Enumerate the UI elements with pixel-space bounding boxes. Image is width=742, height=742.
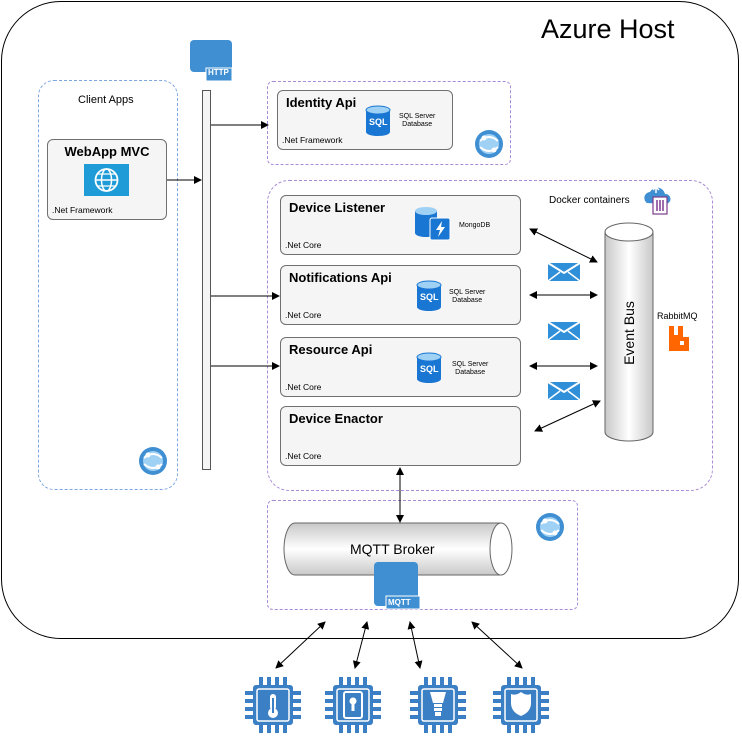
mqtt-broker-cylinder bbox=[283, 522, 513, 576]
enactor-event-bus-arrow bbox=[534, 400, 601, 432]
notifications-api-box[interactable]: Notifications Api .Net Core bbox=[280, 265, 521, 325]
identity-sql-database-icon bbox=[365, 105, 391, 136]
notifications-api-title: Notifications Api bbox=[289, 270, 392, 285]
resource-db-label: SQL Server Database bbox=[452, 361, 489, 376]
resource-api-title: Resource Api bbox=[289, 342, 373, 357]
rabbitmq-icon bbox=[669, 326, 689, 351]
device-3-mqtt-arrow bbox=[407, 621, 423, 669]
azure-host-title: Azure Host bbox=[541, 14, 675, 44]
device-2-mqtt-arrow bbox=[352, 621, 370, 669]
shield-chip-icon[interactable] bbox=[493, 677, 549, 733]
identity-azure-icon bbox=[475, 130, 503, 158]
notifications-api-framework-label: .Net Core bbox=[285, 310, 322, 320]
identity-api-title: Identity Api bbox=[286, 95, 357, 110]
http-gateway-icon bbox=[190, 40, 233, 82]
device-listener-title: Device Listener bbox=[289, 200, 386, 215]
http-gateway-label: HTTP bbox=[208, 68, 229, 77]
light-bulb-chip-icon[interactable] bbox=[410, 677, 466, 733]
device-1-mqtt-arrow bbox=[275, 621, 326, 669]
notifications-db-label: SQL Server Database bbox=[449, 289, 486, 304]
mqtt-broker-title: MQTT Broker bbox=[350, 541, 435, 557]
resource-sql-icon-label: SQL bbox=[420, 364, 439, 374]
identity-sql-icon-label: SQL bbox=[369, 117, 388, 127]
webapp-framework-label: .Net Framework bbox=[52, 205, 113, 215]
listener-event-bus-arrow bbox=[529, 228, 598, 263]
webapp-mvc-title: WebApp MVC bbox=[64, 144, 150, 159]
mqtt-group bbox=[267, 500, 578, 610]
http-gateway-bar bbox=[202, 90, 211, 470]
identity-api-box[interactable]: Identity Api .Net Framework bbox=[277, 90, 453, 150]
mqtt-gateway-label: MQTT bbox=[388, 598, 411, 607]
device-enactor-title: Device Enactor bbox=[289, 411, 383, 426]
identity-framework-label: .Net Framework bbox=[282, 135, 343, 145]
rabbitmq-label: RabbitMQ bbox=[657, 311, 698, 321]
client-apps-title: Client Apps bbox=[78, 94, 134, 106]
resource-api-box[interactable]: Resource Api .Net Core bbox=[280, 337, 521, 397]
message-envelope-icon-1 bbox=[547, 262, 581, 282]
device-listener-framework-label: .Net Core bbox=[285, 240, 322, 250]
device-enactor-framework-label: .Net Core bbox=[285, 451, 322, 461]
thermometer-chip-icon[interactable] bbox=[245, 677, 301, 733]
event-bus-cylinder bbox=[604, 222, 654, 442]
mongodb-database-icon bbox=[415, 207, 451, 241]
resource-api-framework-label: .Net Core bbox=[285, 382, 322, 392]
message-envelope-icon-3 bbox=[547, 381, 581, 401]
device-enactor-box[interactable]: Device Enactor .Net Core bbox=[280, 406, 521, 466]
container-cloud-icon bbox=[644, 185, 671, 215]
docker-containers-group bbox=[267, 180, 713, 491]
docker-containers-title: Docker containers bbox=[549, 195, 630, 206]
device-listener-db-label: MongoDB bbox=[459, 222, 491, 229]
mqtt-azure-icon bbox=[536, 513, 564, 541]
notifications-sql-icon-label: SQL bbox=[420, 292, 439, 302]
device-listener-box[interactable]: Device Listener .Net Core bbox=[280, 195, 521, 255]
notifications-sql-database-icon bbox=[416, 280, 442, 311]
client-apps-group bbox=[38, 80, 178, 490]
key-lock-chip-icon[interactable] bbox=[325, 677, 381, 733]
mqtt-gateway-icon bbox=[374, 562, 421, 610]
identity-db-label: SQL Server Database bbox=[399, 113, 436, 128]
azure-app-service-icon bbox=[139, 447, 167, 475]
message-envelope-icon-2 bbox=[547, 321, 581, 341]
azure-host-container bbox=[1, 1, 739, 639]
resource-sql-database-icon bbox=[416, 352, 442, 383]
device-4-mqtt-arrow bbox=[471, 621, 523, 669]
web-globe-icon bbox=[84, 164, 129, 196]
